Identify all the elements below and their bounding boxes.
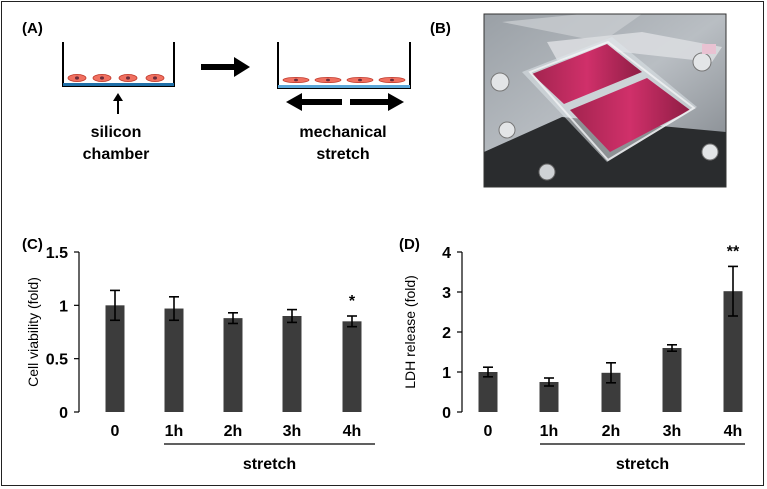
bar — [478, 372, 498, 412]
x-tick-label: 2h — [602, 423, 621, 440]
y-tick-label: 2 — [442, 325, 451, 342]
y-tick-label: 1.5 — [46, 245, 68, 262]
photo-screw — [490, 72, 510, 92]
photo-upper-rail — [502, 14, 642, 42]
y-tick-label: 1 — [442, 365, 451, 382]
cell-nucleus — [100, 76, 104, 80]
y-tick-label: 4 — [442, 245, 451, 262]
bar — [105, 305, 125, 412]
chart-ldh-release: (D) LDH release (fold) 0 1 2 3 4 0 1h 2h 3h 4h ** s… — [399, 236, 745, 473]
panel-a-label: (A) — [22, 20, 43, 37]
x-tick-label: 0 — [111, 423, 120, 440]
photo-screw — [538, 163, 556, 181]
stretch-caption-line2: stretch — [316, 146, 369, 163]
bar — [164, 308, 184, 412]
significance-marker: ** — [727, 243, 740, 260]
bar — [662, 348, 682, 412]
x-tick-label: 3h — [283, 423, 302, 440]
x-tick-label: 3h — [663, 423, 682, 440]
x-tick-label: 0 — [484, 423, 493, 440]
y-axis-label: Cell viability (fold) — [25, 277, 41, 387]
x-tick-label: 4h — [724, 423, 743, 440]
right-arrow-head — [234, 57, 250, 77]
panel-a: (A) silicon chamber — [22, 20, 411, 163]
panel-b: (B) — [430, 13, 727, 188]
right-arrow-head — [388, 93, 404, 111]
photo-chamber-medium-2 — [570, 78, 690, 152]
cell-nucleus — [294, 78, 298, 82]
group-label: stretch — [243, 456, 296, 473]
cell-nucleus — [75, 76, 79, 80]
significance-marker: * — [349, 293, 356, 310]
x-tick-label: 2h — [224, 423, 243, 440]
x-tick-label: 4h — [343, 423, 362, 440]
silicon-chamber-diagram: silicon chamber — [62, 42, 175, 163]
stretch-right-arrow-icon — [350, 93, 404, 111]
cell-nucleus — [326, 78, 330, 82]
photo-border — [483, 13, 727, 188]
x-tick-label: 1h — [540, 423, 559, 440]
silicon-caption-line1: silicon — [91, 124, 142, 141]
silicon-caption-line2: chamber — [83, 146, 150, 163]
chamber-membrane — [278, 85, 410, 88]
photo-frame-outline — [528, 40, 696, 162]
cell-nucleus — [126, 76, 130, 80]
chamber-membrane — [63, 83, 174, 86]
photo-screw — [701, 143, 719, 161]
right-arrow-icon — [201, 57, 250, 77]
cell-nucleus — [358, 78, 362, 82]
left-arrow-shaft — [300, 99, 342, 105]
y-tick-label: 0.5 — [46, 352, 68, 369]
bar — [342, 321, 362, 412]
panel-d-label: (D) — [399, 236, 420, 253]
cell-nucleus — [390, 78, 394, 82]
bar — [223, 318, 243, 412]
panel-c-label: (C) — [22, 236, 43, 253]
y-tick-label: 0 — [442, 405, 451, 422]
y-tick-label: 1 — [59, 298, 68, 315]
photo-screw — [498, 121, 516, 139]
up-arrow-head-icon — [113, 93, 123, 101]
stretch-left-arrow-icon — [286, 93, 342, 111]
y-tick-label: 3 — [442, 285, 451, 302]
right-arrow-shaft — [201, 64, 235, 70]
y-axis-label: LDH release (fold) — [402, 275, 418, 389]
group-label: stretch — [616, 456, 669, 473]
x-tick-label: 1h — [165, 423, 184, 440]
bar — [723, 291, 743, 412]
photo-label-tag — [702, 44, 716, 54]
right-arrow-shaft — [350, 99, 390, 105]
left-arrow-head — [286, 93, 302, 111]
cell-nucleus — [153, 76, 157, 80]
stretched-cell-row — [282, 77, 406, 84]
bar — [282, 316, 302, 412]
stretched-chamber-diagram: mechanical stretch — [277, 42, 411, 163]
stretch-device-photo — [484, 14, 726, 187]
panel-b-label: (B) — [430, 20, 451, 37]
stretch-caption-line1: mechanical — [299, 124, 386, 141]
chart-cell-viability: (C) Cell viability (fold) 0 0.5 1 1.5 0 1h 2h 3… — [22, 236, 375, 473]
y-tick-label: 0 — [59, 405, 68, 422]
photo-chamber-medium-1 — [532, 44, 642, 104]
photo-screw — [692, 52, 712, 72]
bar — [539, 382, 559, 412]
cell-row — [67, 74, 165, 83]
